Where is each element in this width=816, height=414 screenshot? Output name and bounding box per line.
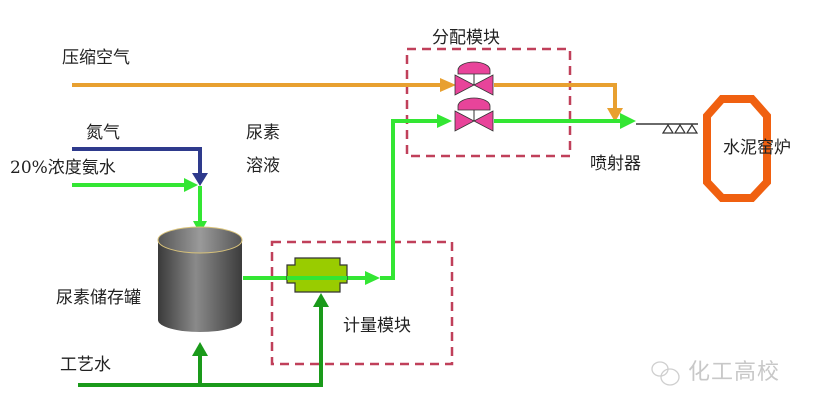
ammonia-water-label: 20%浓度氨水 bbox=[10, 158, 116, 178]
urea-tank-label: 尿素储存罐 bbox=[56, 288, 141, 308]
injector-label: 喷射器 bbox=[590, 154, 641, 174]
cement-kiln-label: 水泥窑炉 bbox=[723, 138, 791, 158]
metering-module-label: 计量模块 bbox=[343, 316, 411, 336]
process-water-line bbox=[78, 293, 329, 387]
metering-module-box bbox=[270, 240, 454, 366]
nitrogen-line bbox=[72, 147, 208, 186]
distribution-module-label: 分配模块 bbox=[432, 28, 500, 48]
watermark-text: 化工高校 bbox=[688, 360, 781, 385]
compressed-air-line bbox=[72, 78, 623, 122]
metering-pump bbox=[286, 257, 348, 293]
wechat-icon bbox=[651, 361, 680, 386]
air-control-valve bbox=[454, 61, 494, 96]
cement-kiln-shape bbox=[703, 95, 771, 202]
urea-control-valve bbox=[454, 97, 494, 132]
process-water-label: 工艺水 bbox=[60, 355, 111, 375]
compressed-air-label: 压缩空气 bbox=[62, 48, 130, 68]
urea-solution-line bbox=[243, 113, 636, 285]
nitrogen-label: 氮气 bbox=[86, 123, 120, 143]
urea-solution-label-line2: 溶液 bbox=[246, 156, 280, 176]
ammonia-water-line bbox=[72, 178, 207, 234]
injector-nozzle bbox=[636, 123, 699, 134]
distribution-module-box bbox=[405, 47, 572, 158]
urea-solution-label-line1: 尿素 bbox=[246, 123, 280, 143]
urea-tank bbox=[157, 226, 243, 332]
